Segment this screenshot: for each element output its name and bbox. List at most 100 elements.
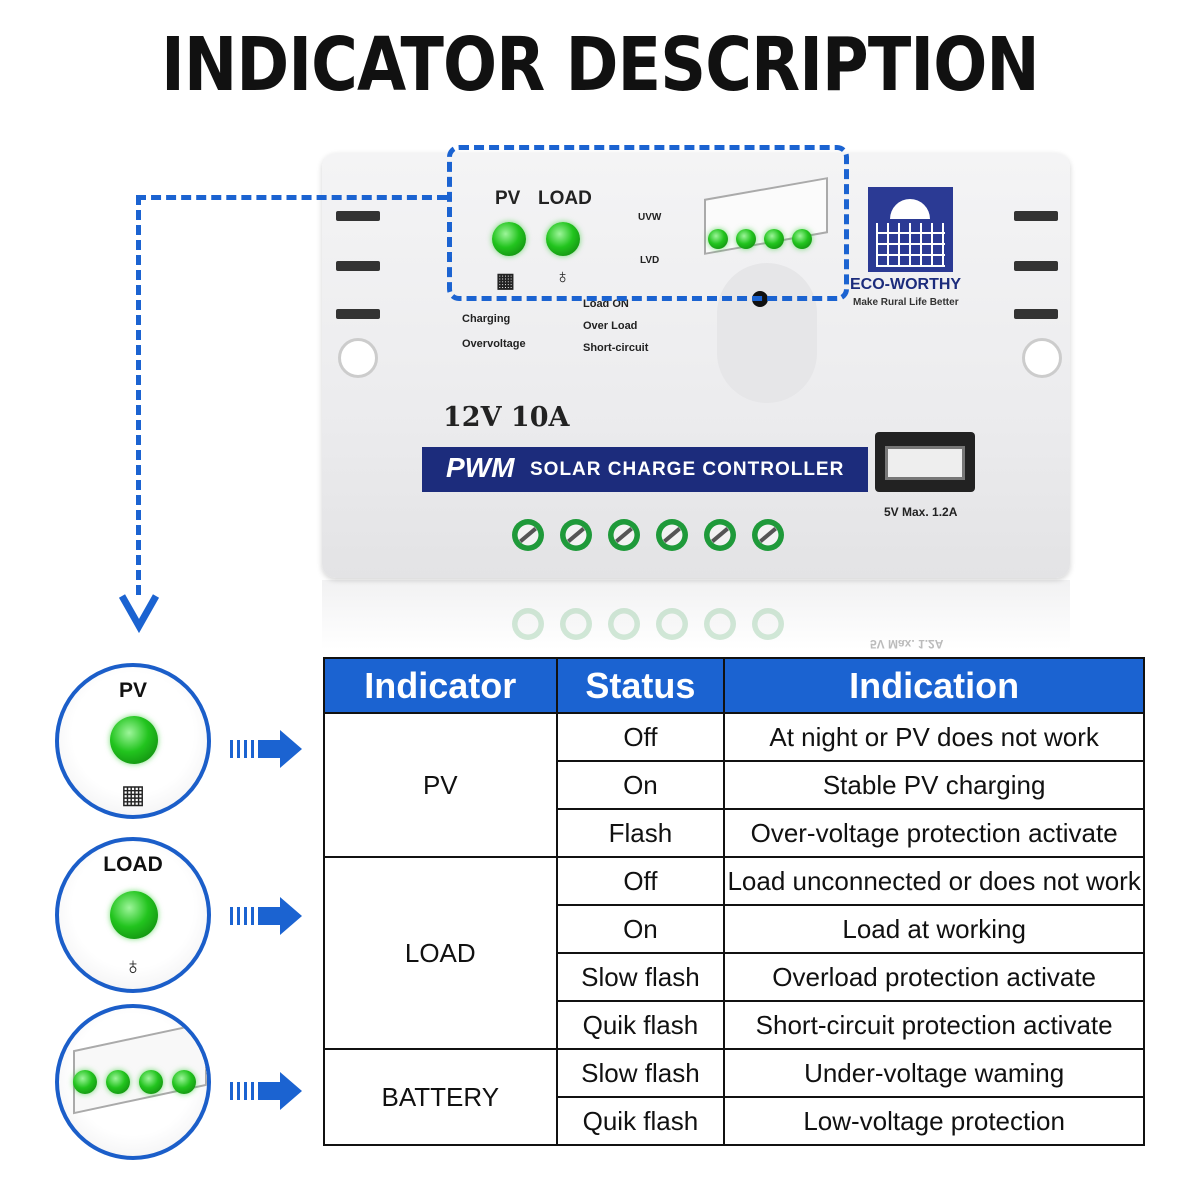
vent-slot <box>1014 261 1058 271</box>
pv-callout-label: PV <box>118 679 147 702</box>
header-indicator: Indicator <box>323 657 558 714</box>
solar-panel-icon: ▦ <box>120 779 146 809</box>
load-label: LOAD <box>538 188 592 209</box>
table-row: On Stable PV charging <box>324 760 1145 810</box>
terminal-screw <box>752 519 784 551</box>
indication-cell: Over-voltage protection activate <box>723 808 1145 858</box>
indication-cell: Under-voltage waming <box>723 1048 1145 1098</box>
over-load-label: Over Load <box>583 320 638 332</box>
indicator-cell: LOAD <box>323 856 558 1050</box>
rating-text: 12V 10A <box>443 402 570 433</box>
button-recess <box>717 263 817 403</box>
panel-grid-icon <box>876 223 945 267</box>
status-cell: Off <box>555 856 726 906</box>
indication-cell: Load at working <box>723 904 1145 954</box>
load-led <box>546 222 580 256</box>
pv-label: PV <box>495 188 521 209</box>
terminal-screw <box>704 519 736 551</box>
short-circuit-label: Short-circuit <box>583 342 649 354</box>
pv-led <box>492 222 526 256</box>
table-row: PV Off At night or PV does not work <box>323 712 1145 858</box>
table-row: Quik flash Low-voltage protection <box>324 1096 1145 1146</box>
load-callout-led <box>110 891 158 939</box>
vent-slot <box>336 309 380 319</box>
indicator-cell: PV <box>323 712 558 858</box>
battery-callout-led-4 <box>172 1070 196 1094</box>
solar-panel-icon: ▦ <box>496 270 515 292</box>
device-reflection <box>322 580 1070 650</box>
terminal-screw-reflection <box>512 608 544 640</box>
usb-port-inner <box>885 446 965 480</box>
status-cell: Slow flash <box>555 1048 726 1098</box>
terminal-screw-reflection <box>608 608 640 640</box>
vent-slot <box>1014 211 1058 221</box>
usb-port <box>875 432 975 492</box>
vent-slot <box>336 261 380 271</box>
indication-cell: Short-circuit protection activate <box>723 1000 1145 1050</box>
sun-icon <box>890 199 930 219</box>
down-arrow-icon <box>118 594 160 634</box>
indicator-highlight-box <box>447 145 849 301</box>
right-arrow-icon <box>230 897 302 935</box>
terminal-screw-reflection <box>752 608 784 640</box>
terminal-screw <box>608 519 640 551</box>
table-row: Quik flash Short-circuit protection acti… <box>324 1000 1145 1050</box>
battery-led-2 <box>736 229 756 249</box>
mount-hole <box>338 338 378 378</box>
battery-led-3 <box>764 229 784 249</box>
brand-slogan: Make Rural Life Better <box>853 297 959 308</box>
charging-label: Charging <box>462 313 511 325</box>
battery-panel <box>73 1021 207 1115</box>
bulb-icon: ♁ <box>124 953 142 980</box>
terminal-screw <box>560 519 592 551</box>
indication-cell: Low-voltage protection <box>723 1096 1145 1146</box>
band-text: SOLAR CHARGE CONTROLLER <box>530 459 845 480</box>
mount-hole <box>1022 338 1062 378</box>
usb-label-reflection: 5V Max. 1.2A <box>870 637 944 651</box>
battery-callout <box>55 1004 211 1160</box>
pv-callout: PV ▦ <box>55 663 211 819</box>
table-row: LOAD Off Load unconnected or does not wo… <box>323 856 1145 1050</box>
load-on-label: Load ON <box>583 298 629 310</box>
brand-name: ECO-WORTHY <box>850 276 962 293</box>
battery-led-4 <box>792 229 812 249</box>
indication-cell: Overload protection activate <box>723 952 1145 1002</box>
band-pwm: PWM <box>446 452 515 483</box>
status-cell: Slow flash <box>555 952 726 1002</box>
indicator-table: Indicator Status Indication PV Off At ni… <box>323 657 1145 1146</box>
indication-cell: At night or PV does not work <box>723 712 1145 762</box>
connector-line-vertical <box>136 195 141 595</box>
table-row: Flash Over-voltage protection activate <box>324 808 1145 858</box>
battery-callout-led-2 <box>106 1070 130 1094</box>
load-callout-label: LOAD <box>103 853 163 876</box>
terminal-screw-reflection <box>704 608 736 640</box>
indication-cell: Load unconnected or does not work <box>723 856 1145 906</box>
pv-callout-led <box>110 716 158 764</box>
vent-slot <box>1014 309 1058 319</box>
usb-label: 5V Max. 1.2A <box>884 505 958 519</box>
indicator-cell: BATTERY <box>323 1048 558 1146</box>
status-cell: Flash <box>555 808 726 858</box>
battery-callout-led-3 <box>139 1070 163 1094</box>
status-cell: On <box>555 904 726 954</box>
battery-led-1 <box>708 229 728 249</box>
uvw-label: UVW <box>638 212 662 223</box>
vent-slot <box>336 211 380 221</box>
right-arrow-icon <box>230 1072 302 1110</box>
status-cell: Quik flash <box>555 1096 726 1146</box>
status-cell: Quik flash <box>555 1000 726 1050</box>
connector-line-horizontal <box>136 195 447 200</box>
table-header-row: Indicator Status Indication <box>323 657 1145 714</box>
status-cell: On <box>555 760 726 810</box>
table-row: On Load at working <box>324 904 1145 954</box>
terminal-screw-reflection <box>656 608 688 640</box>
indication-cell: Stable PV charging <box>723 760 1145 810</box>
header-status: Status <box>555 657 726 714</box>
lvd-label: LVD <box>640 255 660 266</box>
table-row: BATTERY Slow flash Under-voltage waming <box>323 1048 1145 1146</box>
terminal-screw-reflection <box>560 608 592 640</box>
battery-callout-led-1 <box>73 1070 97 1094</box>
brand-logo <box>868 187 953 272</box>
status-cell: Off <box>555 712 726 762</box>
load-callout: LOAD ♁ <box>55 837 211 993</box>
